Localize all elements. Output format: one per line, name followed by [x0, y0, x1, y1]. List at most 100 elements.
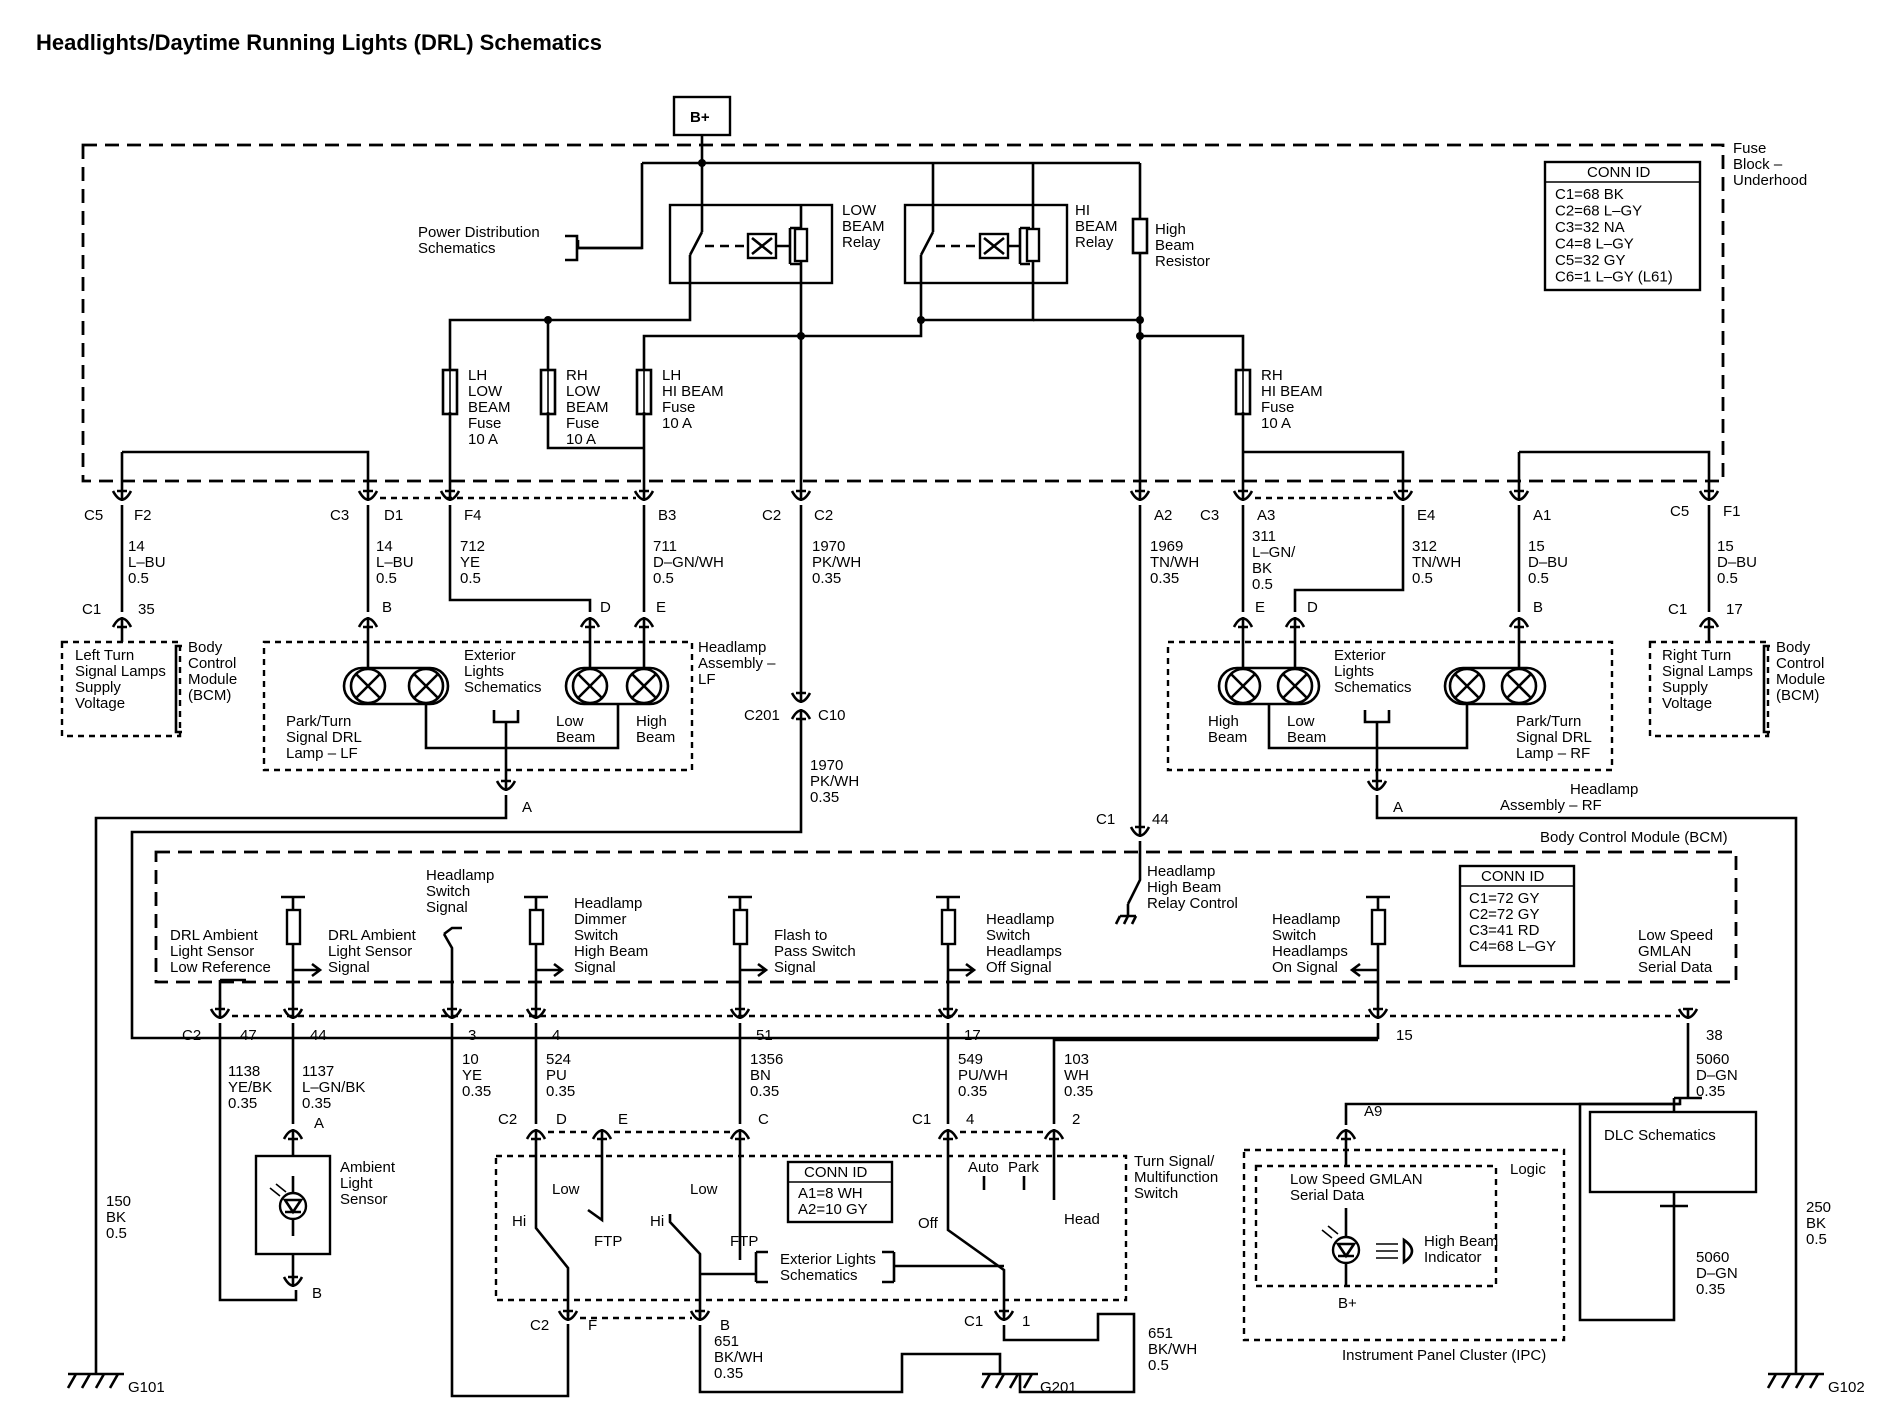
bcm-left-c1: C1 — [82, 601, 101, 618]
ipc-a9: A9 — [1364, 1103, 1382, 1120]
svg-text:CONN ID: CONN ID — [1481, 868, 1545, 885]
hl-lf-pin-d: D — [600, 599, 611, 616]
bcm-pin-c2: C2 — [182, 1027, 201, 1044]
bcm-c1-label: C1 — [1096, 811, 1115, 828]
tsw-pin-4: 4 — [966, 1111, 974, 1128]
tsw-pin-d: D — [556, 1111, 567, 1128]
hi-beam-relay — [903, 163, 1069, 285]
pin-f2: F2 — [134, 507, 152, 524]
park-turn-lamp-rf — [1443, 666, 1547, 706]
pin-c2-b: C2 — [814, 507, 833, 524]
pin-a2: A2 — [1154, 507, 1172, 524]
bcm-pin-38: 38 — [1706, 1027, 1723, 1044]
high-beam-resistor — [1131, 217, 1149, 255]
hl-rf-pin-d: D — [1307, 599, 1318, 616]
park-turn-lamp-lf — [342, 666, 450, 706]
tsw-hi-1: Hi — [512, 1213, 526, 1230]
ambient-light-sensor — [254, 1154, 332, 1256]
pin-a1: A1 — [1533, 507, 1551, 524]
pin-c5-right: C5 — [1670, 503, 1689, 520]
tsw-pin-c: C — [758, 1111, 769, 1128]
tsw-low-1: Low — [552, 1181, 580, 1198]
fuse-block-border — [81, 143, 1725, 483]
tsw-hi-2: Hi — [650, 1213, 664, 1230]
svg-text:CONN ID: CONN ID — [804, 1164, 868, 1181]
bcm-right-c1: C1 — [1668, 601, 1687, 618]
hl-lf-pin-e: E — [656, 599, 666, 616]
bcm-title: Body Control Module (BCM) — [1540, 829, 1728, 846]
low-beam-relay — [668, 163, 834, 285]
battery-label: B+ — [690, 109, 710, 126]
pin-f4: F4 — [464, 507, 482, 524]
tsw-low-2: Low — [690, 1181, 718, 1198]
pin-e4: E4 — [1417, 507, 1435, 524]
svg-text:CONN ID: CONN ID — [1587, 164, 1651, 181]
c201-pin: C10 — [818, 707, 846, 724]
turn-signal-multifunction-switch — [494, 1154, 1128, 1302]
tsw-pin-c2: C2 — [498, 1111, 517, 1128]
bcm-pin-4: 4 — [552, 1027, 560, 1044]
ipc-title: Instrument Panel Cluster (IPC) — [1342, 1347, 1546, 1364]
ambient-pin-b: B — [312, 1285, 322, 1302]
dlc-label: DLC Schematics — [1604, 1127, 1716, 1144]
headlamp-bulb-rf — [1217, 666, 1321, 706]
tsw-bot-b: B — [720, 1317, 730, 1334]
hl-rf-pin-b: B — [1533, 599, 1543, 616]
tsw-ftp-1: FTP — [594, 1233, 622, 1250]
bcm-pin-15: 15 — [1396, 1027, 1413, 1044]
ground-g201: G201 — [1040, 1379, 1077, 1396]
pin-c5-left: C5 — [84, 507, 103, 524]
bcm-pin-47: 47 — [240, 1027, 257, 1044]
hl-rf-pin-a: A — [1393, 799, 1403, 816]
tsw-park: Park — [1008, 1159, 1039, 1176]
pin-c2-a: C2 — [762, 507, 781, 524]
tsw-head: Head — [1064, 1211, 1100, 1228]
tsw-bot-c2: C2 — [530, 1317, 549, 1334]
tsw-off: Off — [918, 1215, 939, 1232]
bcm-pin-3: 3 — [468, 1027, 476, 1044]
dlc-box — [1588, 1110, 1758, 1194]
pin-d1: D1 — [384, 507, 403, 524]
tsw-pin-2: 2 — [1072, 1111, 1080, 1128]
rh-low-beam-fuse — [539, 368, 557, 416]
